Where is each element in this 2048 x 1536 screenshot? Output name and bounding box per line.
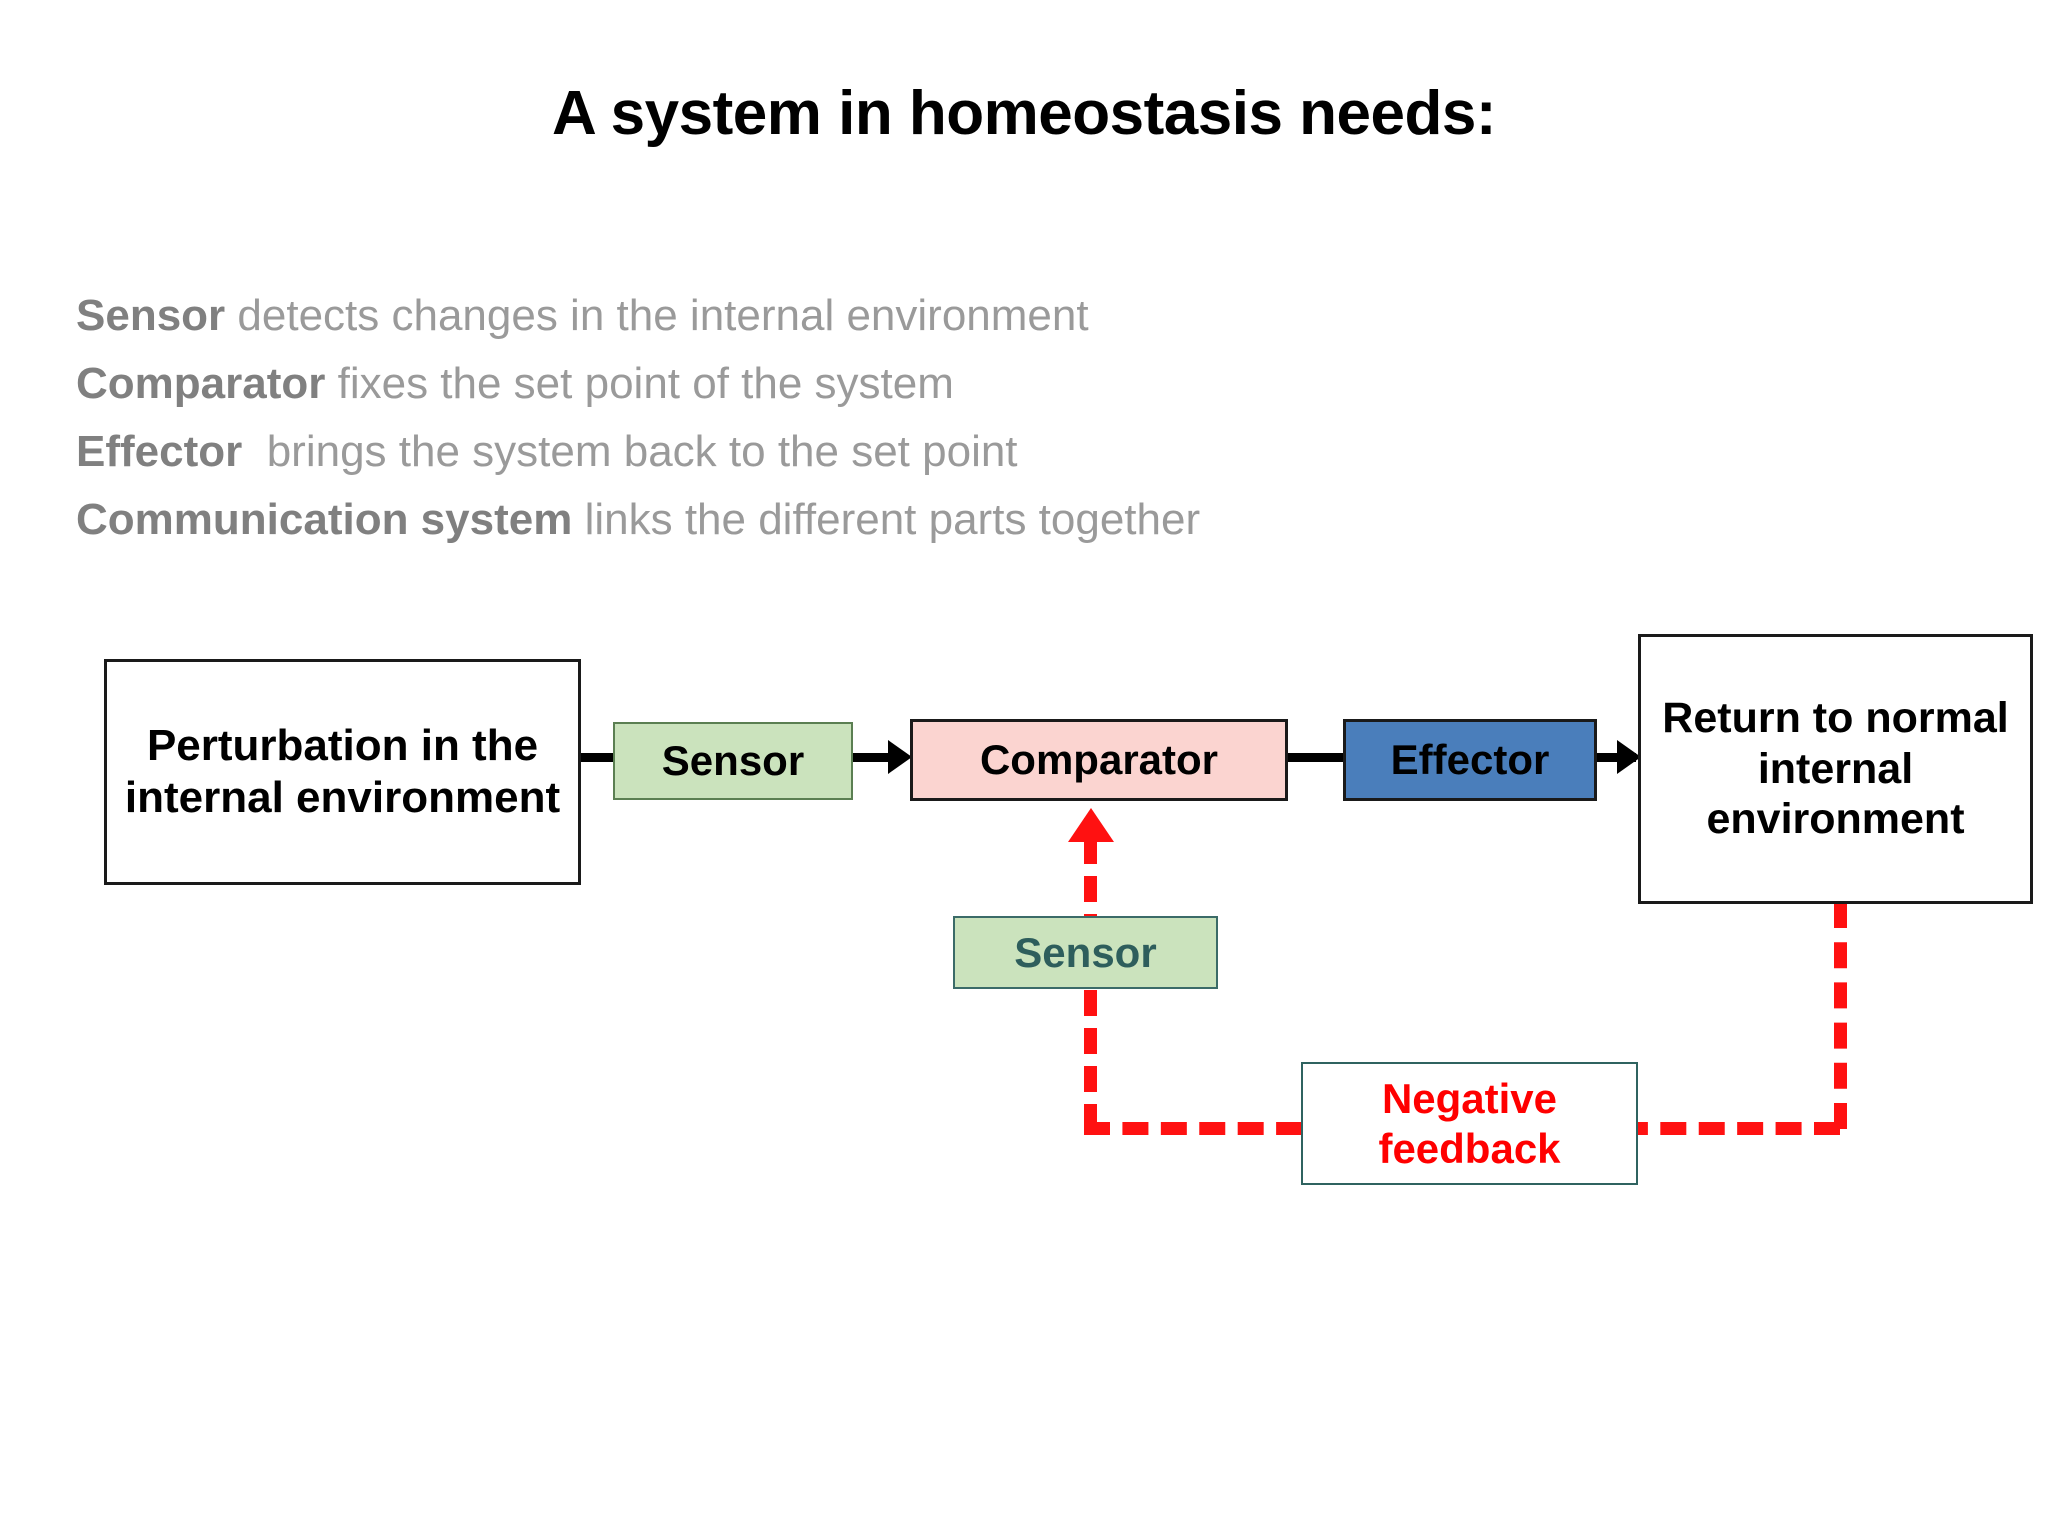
arrowhead-icon-sensor-to-comparator [888,740,912,774]
feedback-dashed-line-right-vertical [1834,902,1847,1129]
node-negative-feedback[interactable]: Negative feedback [1301,1062,1638,1185]
body-line-lead: Effector [76,427,243,476]
node-return-to-normal[interactable]: Return to normal internal environment [1638,634,2033,904]
connector-effector-to-return [1594,753,1636,762]
body-line-tail: links the different parts together [572,495,1201,544]
node-sensor-main[interactable]: Sensor [613,722,853,800]
body-text-block: Sensor detects changes in the internal e… [76,282,1576,554]
body-line-tail: brings the system back to the set point [242,427,1018,476]
arrowhead-icon-effector-to-return [1617,740,1641,774]
page-title: A system in homeostasis needs: [551,79,1497,148]
connector-comparator-to-effector [1287,753,1347,762]
body-line-effector: Effector brings the system back to the s… [76,418,1576,486]
node-perturbation[interactable]: Perturbation in the internal environment [104,659,581,885]
connector-sensor-to-comparator [852,753,894,762]
connector-perturbation-to-sensor [578,753,618,762]
body-line-tail: detects changes in the internal environm… [225,291,1089,340]
node-comparator[interactable]: Comparator [910,719,1288,801]
body-line-communication-system: Communication system links the different… [76,486,1576,554]
body-line-lead: Comparator [76,359,326,408]
body-line-tail: fixes the set point of the system [325,359,954,408]
feedback-arrowhead-icon [1068,808,1114,842]
body-line-lead: Sensor [76,291,226,340]
body-line-lead: Communication system [76,495,573,544]
body-line-comparator: Comparator fixes the set point of the sy… [76,350,1576,418]
node-effector[interactable]: Effector [1343,719,1597,801]
body-line-sensor: Sensor detects changes in the internal e… [76,282,1576,350]
node-sensor-feedback[interactable]: Sensor [953,916,1218,989]
